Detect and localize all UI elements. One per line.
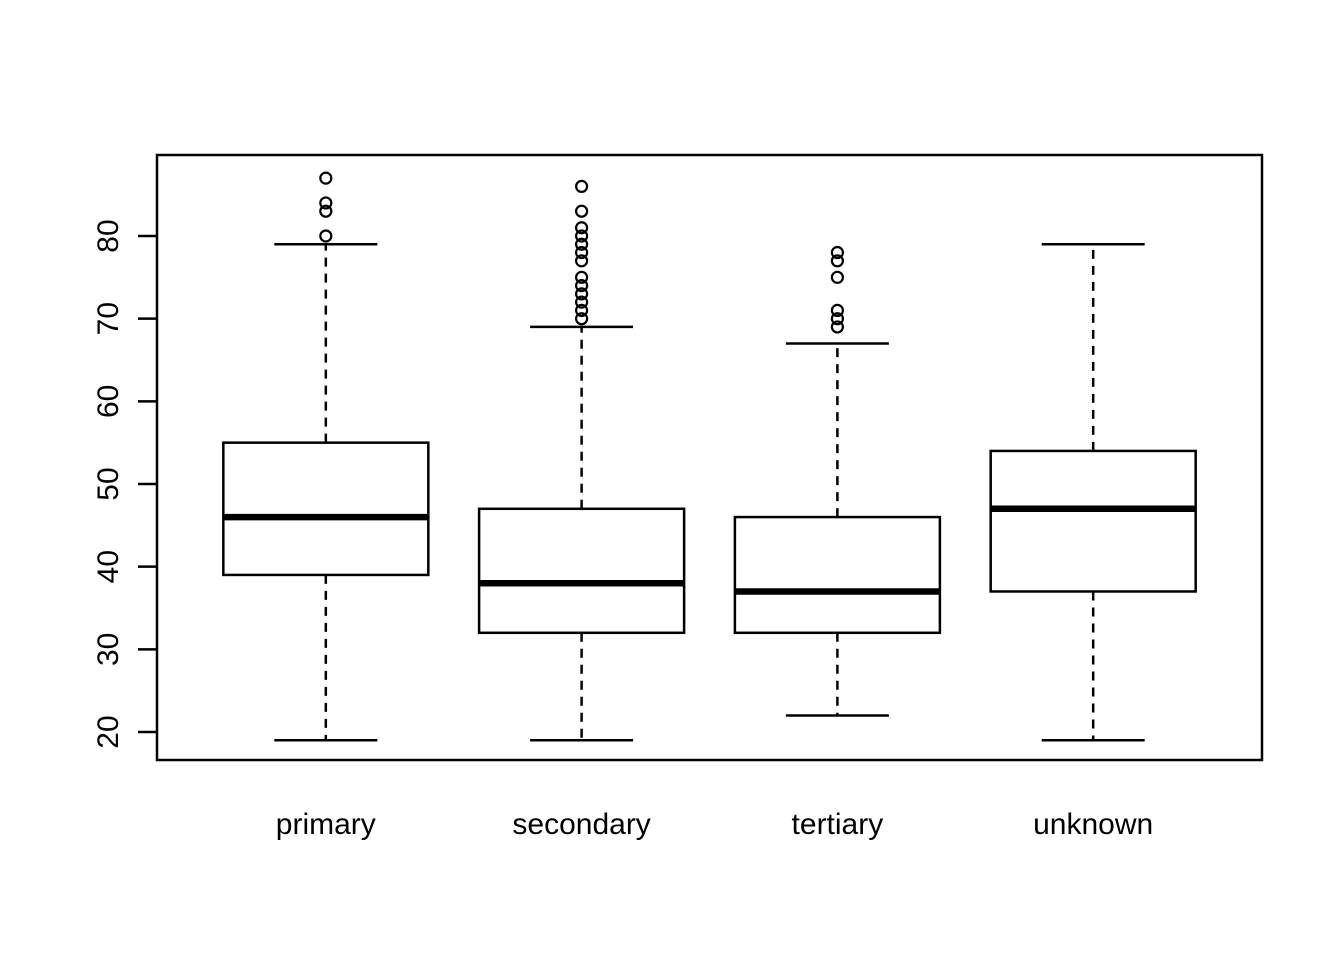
y-tick-label: 70 (92, 302, 125, 335)
outlier-point (575, 312, 589, 326)
outlier-point (575, 287, 589, 301)
iqr-box (733, 515, 942, 635)
box-group-primary (222, 171, 430, 742)
iqr-box (477, 507, 686, 635)
outlier-point (575, 237, 589, 251)
y-tick-label: 40 (92, 550, 125, 583)
outlier-point (575, 279, 589, 293)
iqr-box (989, 449, 1197, 593)
outlier-point (575, 204, 589, 218)
outlier-point (830, 303, 844, 318)
outlier-point (575, 229, 589, 243)
outlier-point (830, 270, 844, 284)
x-category-label: unknown (1033, 808, 1153, 841)
outlier-point (319, 171, 333, 185)
y-tick-label: 30 (92, 633, 125, 666)
outlier-point (319, 196, 333, 210)
outlier-point (575, 245, 589, 260)
outlier-point (830, 245, 844, 260)
outlier-point (575, 303, 589, 318)
plot-frame (155, 153, 1264, 762)
x-category-label: tertiary (792, 808, 884, 841)
outlier-point (319, 229, 333, 243)
box-group-unknown (989, 243, 1197, 742)
outlier-point (575, 254, 589, 268)
outlier-point (830, 312, 844, 326)
outlier-point (575, 179, 589, 193)
outlier-point (830, 320, 844, 334)
y-tick-label: 20 (92, 715, 125, 748)
y-tick-label: 50 (92, 467, 125, 500)
x-category-label: primary (276, 808, 376, 841)
outlier-point (319, 204, 333, 218)
outlier-point (830, 254, 844, 268)
outlier-point (575, 221, 589, 235)
box-group-tertiary (733, 245, 942, 717)
box-group-secondary (477, 179, 686, 742)
iqr-box (222, 441, 430, 577)
outlier-point (575, 295, 589, 309)
outlier-point (575, 270, 589, 284)
y-tick-label: 60 (92, 385, 125, 418)
x-category-label: secondary (512, 808, 650, 841)
y-tick-label: 80 (92, 219, 125, 252)
